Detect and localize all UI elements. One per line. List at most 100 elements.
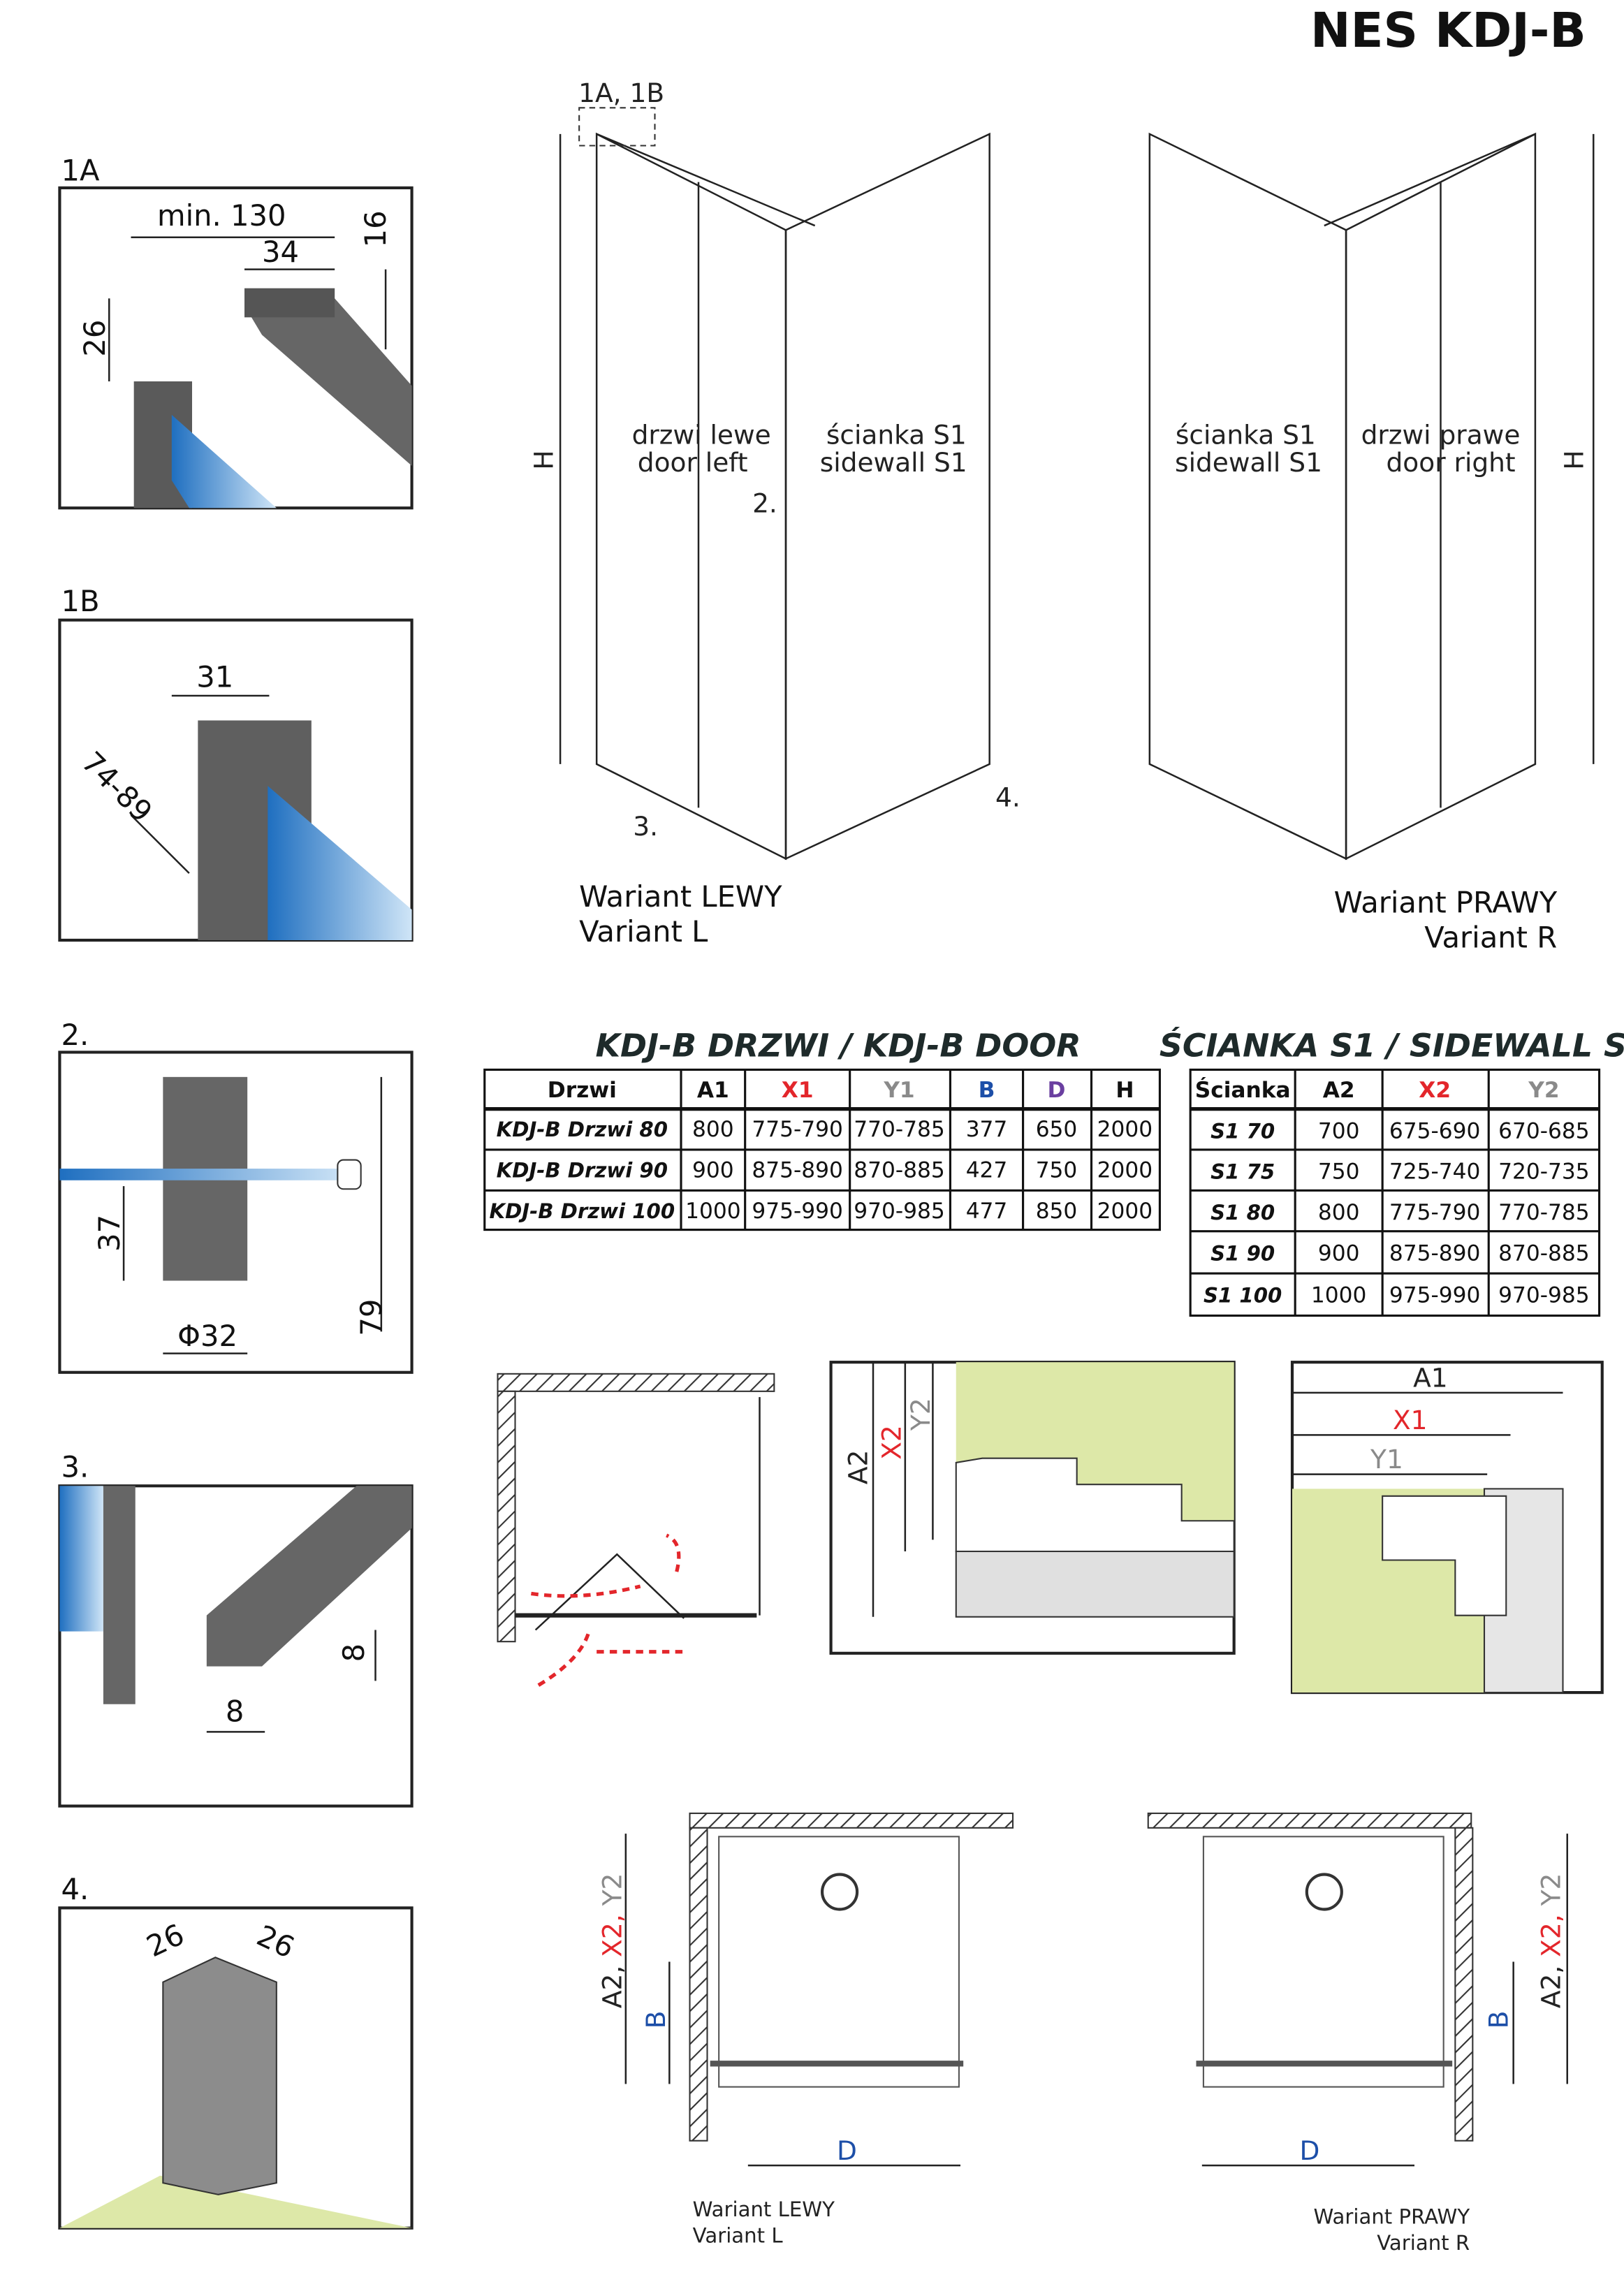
text-label: 970-985 [1498,1283,1590,1308]
door-profile-detail: A1 X1 Y1 [1290,1361,1604,1695]
variant-right-drawing: ścianka S1 sidewall S1 drzwi prawe door … [1148,132,1595,954]
text-label: 770-785 [1498,1200,1590,1225]
text-label: S1 75 [1210,1160,1275,1184]
text-label: Drzwi [548,1078,617,1103]
text-label: 1000 [685,1199,740,1224]
variant-left-drawing: 1A, 1B H drzwi lewe door left ścianka S1… [529,78,1021,949]
text-label: S1 80 [1210,1201,1275,1224]
text-label: Variant R [1377,2231,1470,2255]
text-label: 427 [966,1158,1008,1183]
text-label: D [1300,2135,1320,2166]
text-label: S1 70 [1210,1119,1275,1143]
plan-left: A2, X2, Y2 B D Wariant LEWY Variant L [597,1812,1014,2248]
text-label: X1 [1393,1405,1428,1435]
text-label: S1 90 [1210,1241,1275,1265]
text-label: 900 [1318,1241,1360,1266]
text-label: Y2 [1535,1873,1566,1907]
text-label: ŚCIANKA S1 / SIDEWALL S1 [1160,1027,1624,1065]
text-label: 4. [995,782,1021,812]
text-label: 1000 [1311,1283,1367,1308]
text-label: KDJ-B Drzwi 90 [497,1159,668,1183]
text-label: drzwi prawe [1361,420,1521,451]
text-label: drzwi lewe [632,420,771,451]
text-label: 477 [966,1199,1008,1224]
text-label: 750 [1036,1158,1078,1183]
text-label: 875-890 [1389,1241,1481,1266]
text-label: 725-740 [1389,1160,1481,1185]
text-label: 26 [78,320,112,357]
text-label: min. 130 [157,198,286,233]
detail-3-seal: 3. 8 8 [58,1450,414,1808]
text-label: 8 [337,1644,371,1662]
text-label: 750 [1318,1160,1360,1185]
text-label: Variant L [693,2224,784,2248]
text-label: H [1115,1078,1134,1103]
text-label: Ścianka [1195,1076,1291,1103]
text-label: 870-885 [854,1158,945,1183]
text-label: 975-990 [752,1199,843,1224]
text-label: 850 [1036,1199,1078,1224]
text-label: X2 [1419,1078,1451,1103]
text-label: KDJ-B Drzwi 80 [497,1118,668,1141]
sidewall-table: ŚCIANKA S1 / SIDEWALL S1 Ścianka A2 X2 Y… [1160,1027,1624,1317]
text-label: 2000 [1097,1199,1153,1224]
text-label: 1B [61,584,100,618]
text-label: sidewall S1 [820,447,967,478]
text-label: 800 [692,1117,734,1142]
text-label: X2 [877,1425,907,1460]
text-label: A2 [843,1450,874,1485]
table-row: KDJ-B Drzwi 100 1000 975-990 970-985 477 850 2… [490,1199,1153,1224]
text-label: 775-790 [1389,1200,1481,1225]
text-label: 800 [1318,1200,1360,1225]
text-label: Variant R [1424,920,1557,954]
text-label: 1A, 1B [578,78,664,108]
text-label: 16 [358,210,393,247]
table-row: S1 90 900 875-890 870-885 [1210,1241,1590,1266]
text-label: Y2 [1528,1078,1559,1103]
text-label: D [837,2135,857,2166]
text-label: 3. [61,1450,89,1484]
text-label: 79 [354,1299,388,1336]
text-label: door right [1387,447,1516,478]
text-label: 37 [92,1215,126,1252]
text-label: X1 [782,1078,814,1103]
text-label: KDJ-B Drzwi 100 [490,1199,675,1223]
text-label: 975-990 [1389,1283,1481,1308]
text-label: X2, [1535,1906,1566,1956]
text-label: 2. [752,488,777,519]
text-label: 8 [226,1695,244,1729]
detail-2-handle: 2. 37 Φ32 79 [58,1018,414,1374]
text-label: D [1048,1078,1066,1103]
text-label: A2, [1535,1957,1566,2008]
text-label: 31 [196,660,233,694]
text-label: 870-885 [1498,1241,1590,1266]
text-label: A1 [697,1078,729,1103]
text-label: 970-985 [854,1199,945,1224]
text-label: 2000 [1097,1117,1153,1142]
text-label: 700 [1318,1118,1360,1143]
svg-text:A2, X2, Y2: A2, X2, Y2 [597,1873,628,2009]
detail-4-profile: 4. 26 26 [58,1872,414,2230]
text-label: Y1 [1370,1444,1403,1475]
text-label: ścianka S1 [1176,420,1316,451]
text-label: 875-890 [752,1158,843,1183]
text-label: Y2 [597,1873,628,1907]
svg-text:A2, X2, Y2: A2, X2, Y2 [1535,1873,1566,2009]
text-label: Y1 [883,1078,914,1103]
text-label: 34 [262,235,299,269]
text-label: A1 [1413,1363,1448,1394]
text-label: A2, [597,1957,628,2008]
text-label: sidewall S1 [1175,447,1322,478]
text-label: Y2 [905,1398,936,1431]
text-label: A2 [1323,1078,1355,1103]
text-label: 3. [633,811,658,842]
detail-label: 1A [61,153,101,187]
text-label: 775-790 [752,1117,843,1142]
text-label: Wariant LEWY [693,2197,835,2221]
